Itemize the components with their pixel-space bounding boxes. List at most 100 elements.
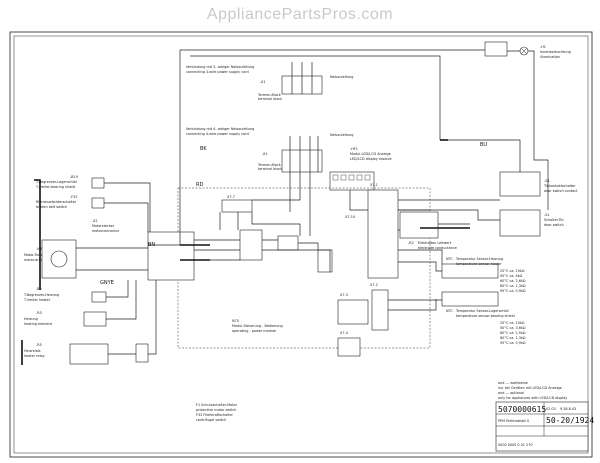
pm-de: Modul-Steuerung - Bedienung [232, 324, 283, 328]
ntc-heater-box [441, 263, 499, 279]
svg-text:centrifugal switch: centrifugal switch [196, 418, 226, 422]
footer-legend-left: F1 Schutzschalter-Motor protective motor… [196, 403, 238, 422]
supply3-en: connecting 3-wire power supply cord [186, 70, 249, 74]
svg-text:protective motor switch: protective motor switch [196, 408, 236, 412]
svg-text:RD: RD [196, 182, 203, 188]
inner-frame [13, 35, 589, 454]
motor-symbol [50, 250, 68, 268]
power-module-label: N70 Modul-Steuerung - Bedienung operatin… [232, 319, 283, 333]
wire-tags: BU BK BN GNYE RD [100, 142, 487, 286]
svg-text:25°C ca. 10kΩ: 25°C ca. 10kΩ [500, 321, 525, 325]
s1-code: -S1 [544, 213, 550, 217]
x7-1-block [367, 189, 399, 279]
outer-frame [9, 31, 593, 458]
doc-sheet: 50-20/1924 [546, 416, 594, 425]
ntc2-en: temperature sensor-bearing shield [456, 314, 515, 318]
m8-de: Motor-Trommel [24, 253, 49, 257]
ntc2-de: Temperatur Sensor-Lagerschild [455, 309, 509, 313]
left-connector-block [147, 231, 195, 281]
svg-text:and --- wahlweise: and --- wahlweise [498, 381, 528, 385]
m8-en: motor-drum [24, 258, 45, 262]
r5-code: -R5 [36, 343, 42, 347]
ntc1-en: temperature sensor-heater [456, 262, 502, 266]
supply4-de: Verbindung mit 4- adriger Netzzuleitung [186, 127, 254, 131]
svg-text:X7-7: X7-7 [227, 195, 235, 199]
svg-text:80°C ca. 1,3kΩ: 80°C ca. 1,3kΩ [500, 284, 526, 288]
svg-text:25°C ca. 10kΩ: 25°C ca. 10kΩ [500, 269, 525, 273]
connector-x7-7: X7-7 [221, 195, 253, 213]
x7-1-label: X7-1 [370, 183, 378, 187]
ntc-values-2: 25°C ca. 10kΩ 50°C ca. 3,6kΩ 60°C ca. 2,… [500, 321, 526, 345]
x7-3-label: X7-3 [340, 293, 348, 297]
lamp-label-en: illumination [540, 55, 560, 59]
door-switch-contact-box [499, 171, 541, 197]
svg-text:and --- optional: and --- optional [498, 391, 524, 395]
s4-de: Türkontaktschalter [543, 184, 576, 188]
pm-code: N70 [232, 319, 239, 323]
doc-rev: 02.03 [546, 407, 556, 411]
s1-en: door switch [544, 223, 564, 227]
doc-small: 0000 0000 0 01 270 [498, 443, 533, 447]
supply3-block-de: Termen-Block [257, 93, 281, 97]
svg-text:nur bei Geräten mit LED/LCD An: nur bei Geräten mit LED/LCD Anzeige [498, 386, 562, 390]
x7-3-block [337, 299, 369, 325]
s4-en: door switch contact [544, 189, 578, 193]
supply-3wire: Verbindung mit 3- adriger Netzzuleitung … [186, 62, 353, 101]
svg-text:F1 Schutzschalter-Motor: F1 Schutzschalter-Motor [196, 403, 238, 407]
left-component-list: -B19 T-Begrenzer-Lagerschild T-limiter-b… [23, 175, 149, 365]
relay-block-2 [277, 235, 299, 251]
b19-code: -B19 [70, 175, 78, 179]
lamp-h1: -H1 Innenbeleuchtung illumination [484, 41, 571, 59]
doc-number: 5070000615 [498, 405, 546, 414]
supply4-tag: Netzzuleitung [330, 133, 353, 137]
s4-code: -S4 [544, 179, 550, 183]
r2-code: -R2 [408, 241, 414, 245]
supply4-block-de: Termen-Block [257, 163, 281, 167]
x2-en: motorconnector [92, 229, 120, 233]
svg-text:only for appliances with LED/L: only for appliances with LED/LCD display [498, 396, 567, 400]
b19-en: T-limiter-bearing shield [35, 185, 75, 189]
r5-en: heater relay [24, 354, 45, 358]
svg-text:BN: BN [148, 242, 155, 248]
right-component-list: -S4 Türkontaktschalter door switch conta… [408, 179, 578, 318]
supply3-terminal: -X1 [260, 80, 266, 84]
supply4-en: connecting 4-wire power supply cord [186, 132, 249, 136]
b9-de: T-Begrenzer-Heizung [23, 293, 59, 297]
pm-en: operating - power module [232, 329, 276, 333]
svg-text:BK: BK [200, 146, 207, 152]
svg-text:95°C ca. 0,9kΩ: 95°C ca. 0,9kΩ [500, 289, 526, 293]
x7-4-block [337, 337, 361, 357]
svg-text:95°C ca. 0,9kΩ: 95°C ca. 0,9kΩ [500, 341, 526, 345]
svg-text:F33 Fliehkraftschalter: F33 Fliehkraftschalter [196, 413, 234, 417]
svg-text:60°C ca. 2,6kΩ: 60°C ca. 2,6kΩ [500, 279, 526, 283]
m8-code: -M8 [36, 247, 42, 251]
display-conn: X7-10 [345, 215, 355, 219]
supply4-block-en: terminal block [258, 167, 282, 171]
door-switch-box [499, 209, 541, 237]
supply3-de: Verbindung mit 3- adriger Netzzuleitung [186, 65, 254, 69]
f32-code: -F32 [70, 195, 78, 199]
lamp-label-de: Innenbeleuchtung [540, 50, 571, 54]
svg-text:BU: BU [480, 142, 487, 148]
svg-text:60°C ca. 2,5kΩ: 60°C ca. 2,5kΩ [500, 331, 526, 335]
svg-text:50°C ca. 3,6kΩ: 50°C ca. 3,6kΩ [500, 326, 526, 330]
f32-en: broken belt switch [36, 205, 67, 209]
title-block: 5070000615 02.03 9.28.8.43 PEM Elektrobl… [495, 401, 594, 452]
svg-text:80°C ca. 1,3kΩ: 80°C ca. 1,3kΩ [500, 336, 526, 340]
ntc2-code: NTC [446, 309, 453, 313]
doc-date: 9.28.8.43 [560, 407, 576, 411]
ntc-values-1: 25°C ca. 10kΩ 50°C ca. 4kΩ 60°C ca. 2,6k… [500, 269, 526, 293]
doc-model: PEM Elektroblatt 0 [498, 419, 529, 423]
lamp-code: -H1 [540, 45, 546, 49]
supply4-terminal: -X1 [262, 152, 268, 156]
display-de: Modul-LED/LCD Anzeige [350, 152, 391, 156]
s1-de: Schalter-Tür [544, 218, 564, 222]
r2-de: Elektroden Leitwert [418, 241, 452, 245]
relay-block [239, 229, 263, 261]
svg-text:50°C ca. 4kΩ: 50°C ca. 4kΩ [500, 274, 523, 278]
x7-4-label: X7-4 [340, 331, 348, 335]
x7-2-label: X7-2 [370, 283, 378, 287]
display-code: -HF1 [350, 147, 358, 151]
x7-2-block [371, 289, 389, 331]
